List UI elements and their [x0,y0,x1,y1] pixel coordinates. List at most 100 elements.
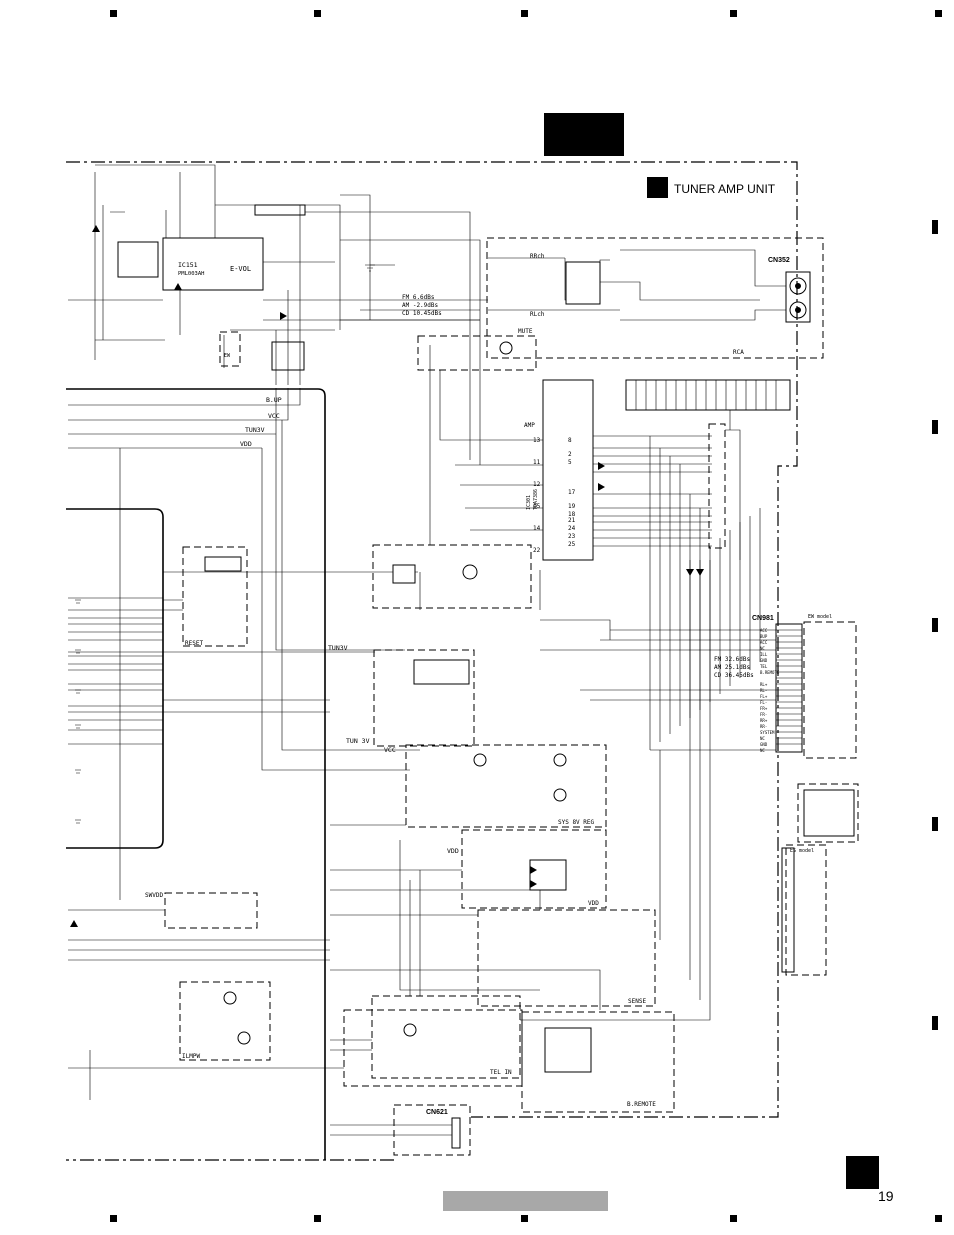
rca-ic [565,261,601,305]
section-black-block [544,113,624,156]
arrow-icon [686,569,694,576]
amp-ic-body [542,379,594,561]
amp-pin-21: 21 [568,517,576,524]
amp-pin-2: 2 [568,451,572,458]
box-top-sw [271,341,305,371]
tun3v-label: TUN 3V [346,737,370,745]
arrow-icon [598,483,605,491]
spec-top-cd: CD 10.45dBs [402,310,442,317]
side-tick-icon [932,817,938,831]
arrow-icon [70,920,78,927]
corner-square-icon [110,1215,117,1222]
amp-pin-labels: 13 11 12 15 14 22 8 2 5 17 19 18 21 24 2… [533,437,576,554]
cn981-sig: TEL [760,664,768,669]
sys8v-q1 [473,753,487,767]
rail-tun3v-mid: TUN3V [328,644,348,652]
mute-drv-box [372,544,532,609]
arrow-icon [530,880,537,888]
cn981-signal-labels: ACC BUP ACC NC ILL GND TEL B.REMOTE RL+ … [760,628,780,753]
corner-square-icon [521,1215,528,1222]
amp-pin-12: 12 [533,481,541,488]
ilmpw-q2 [237,1031,251,1045]
ic301-part: TDA7386 [533,489,539,510]
ic151-body [162,237,264,291]
swvdd-dashed-box [164,892,258,929]
rca-jack-rr-inner [795,307,801,313]
cn981-sig: ACC [760,640,768,645]
es-model-box [785,844,827,976]
mute-dashed-box [417,335,537,371]
cn981-sig: B.REMOTE [760,670,780,675]
amp-pin-5: 5 [568,459,572,466]
cn981-sig: GND [760,742,768,747]
plug-graphic [803,789,855,837]
left-signal-lines [68,571,418,745]
cn981-sig: BUP [760,634,768,639]
amp-pin-11: 11 [533,459,541,466]
rail-tun3v: TUN3V [245,426,265,434]
corner-square-icon [935,10,942,17]
corner-square-icon [314,10,321,17]
ic151-part: PML003AH [178,271,205,277]
ew-strip-wires [725,410,741,560]
amp-pin-25: 25 [568,541,576,548]
arrow-icon [696,569,704,576]
tun3v-dashed-box [373,649,475,747]
side-tick-icon [932,618,938,632]
amp-wires [429,345,712,547]
side-tick-icon [932,420,938,434]
es-connector-body [781,847,795,973]
amp-pin-8: 8 [568,437,572,444]
cn981-sig: ILL [760,652,768,657]
sense-dashed-box [477,909,656,1007]
amp-pin-22: 22 [533,547,541,554]
unit-boundary [66,161,798,1161]
top-cap-wires [305,194,488,465]
corner-square-icon [730,10,737,17]
cn981-sig: GND [760,658,768,663]
evol-section: IC151 PML003AH E-VOL EW [68,164,480,385]
spec-cn981-am: AM 25.1dBs [714,664,751,671]
corner-square-icon [110,10,117,17]
arrow-icon [174,283,182,290]
mute-drv-diode [392,564,416,584]
left-board-frame [66,388,326,1160]
rail-bup: B.UP [266,396,282,404]
ic151-ref: IC151 [178,261,198,269]
tun3v-reg [413,659,470,685]
vdd-label-top: VDD [447,847,459,855]
ew-tag: EW [224,353,231,359]
ilmpw-dashed-box [179,981,271,1061]
cn981-sig: SYSTEM [760,730,775,735]
evol-wires [68,164,480,385]
cn981-body [775,623,803,753]
cn981-sig: ACC [760,628,768,633]
ew-model-box [803,621,857,759]
cn981-sig: NC [760,748,765,753]
cn981-sig: NC [760,646,765,651]
rail-vdd: VDD [240,440,252,448]
ew-dashed-box [219,331,241,367]
corner-square-icon [521,10,528,17]
sys8v-q2 [553,753,567,767]
mute-transistor [499,341,513,355]
vdd-label: VDD [588,900,599,907]
reset-label: RESET [185,640,203,647]
spec-cn981-fm: FM 32.6dBs [714,656,751,663]
cn981-label: CN981 [752,615,774,622]
rca-dashed-box [486,237,824,359]
arrow-icon [530,866,537,874]
cn621-body [451,1117,461,1149]
rca-label: RCA [733,349,744,356]
ew-connector-pins [635,380,777,410]
cn352-label: CN352 [768,257,790,264]
ew-pin-strip [708,423,726,549]
sys8v-label: SYS 8V REG [558,819,595,826]
rca-jack-rl-inner [795,283,801,289]
spec-cn981-cd: CD 36.45dBs [714,672,754,679]
es-model-label: ES model [790,848,814,854]
lower-wires [68,560,711,1136]
rail-vcc-low: VCC [384,746,396,754]
sys8v-dashed-box [405,744,607,828]
